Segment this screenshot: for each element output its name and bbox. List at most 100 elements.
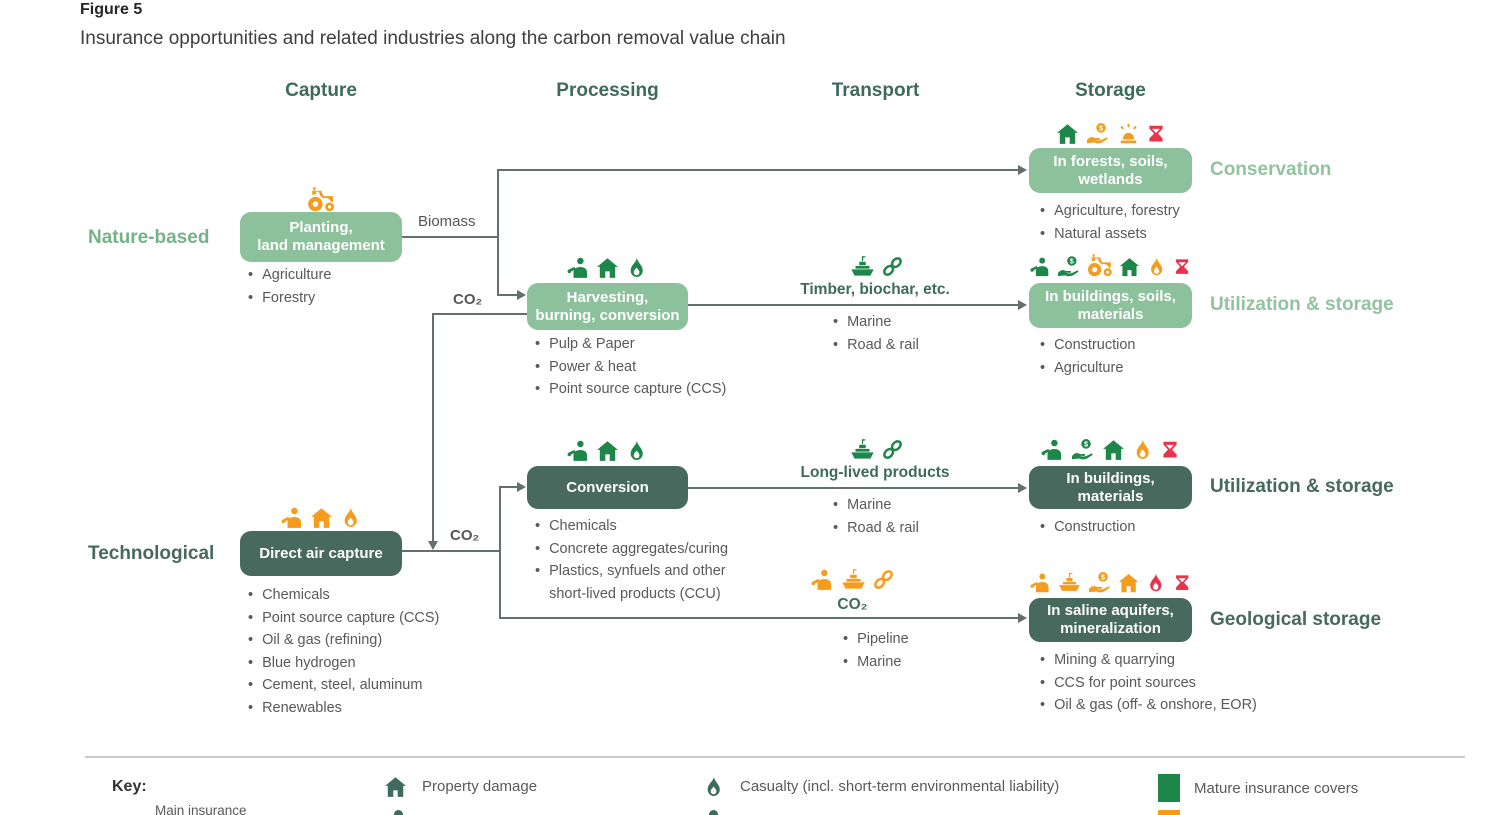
buildings-soils-box: In buildings, soils, materials	[1029, 283, 1192, 328]
bullet-item: Concrete aggregates/curing	[535, 538, 728, 561]
longlived-transport-bullets: MarineRoad & rail	[833, 494, 919, 539]
bullet-item: Chemicals	[535, 515, 728, 538]
key-item-mature-covers: Mature insurance covers	[1158, 774, 1358, 802]
worker-icon	[1029, 571, 1052, 596]
tractor-icon	[1086, 249, 1114, 280]
conversion-icons	[527, 433, 688, 464]
bullet-item: Agriculture	[248, 264, 331, 287]
arrow-icon	[1018, 165, 1027, 175]
worker-icon	[566, 439, 591, 464]
flow-label-biomass: Biomass	[418, 213, 476, 230]
bullet-item: Blue hydrogen	[248, 652, 439, 675]
co2-transport-label: CO₂	[837, 596, 868, 613]
timber-transport-label: Timber, biochar, etc.	[800, 281, 950, 298]
longlived-transport-icons	[795, 432, 956, 463]
arrow-icon	[428, 541, 438, 550]
key-item-label: Mature insurance covers	[1194, 779, 1359, 797]
harvesting-bullets: Pulp & PaperPower & heatPoint source cap…	[535, 333, 726, 401]
hourglass-icon	[1172, 255, 1192, 280]
column-header-transport: Transport	[831, 80, 920, 101]
handcoin-icon	[1069, 437, 1097, 463]
side-label-conservation: Conservation	[1210, 159, 1332, 180]
buildings-materials-box: In buildings, materials	[1029, 466, 1192, 509]
partial-icon	[394, 810, 403, 815]
key-sub-label-partial: Main insurance	[155, 803, 247, 815]
bullet-item: Road & rail	[833, 517, 919, 540]
buildings-soils-icons	[1029, 249, 1192, 280]
forests-bullets: Agriculture, forestryNatural assets	[1040, 200, 1180, 245]
harvesting-icons	[527, 250, 688, 281]
flame-icon	[701, 775, 726, 800]
figure-number: Figure 5	[80, 1, 143, 18]
hourglass-icon	[1159, 438, 1181, 463]
house-icon	[1101, 438, 1126, 463]
dac-bullets: ChemicalsPoint source capture (CCS)Oil &…	[248, 584, 439, 719]
conversion-box: Conversion	[527, 466, 688, 509]
side-label-utilization-storage-2: Utilization & storage	[1210, 476, 1394, 497]
buildings-materials-bullets: Construction	[1040, 516, 1135, 539]
chain-icon	[872, 568, 895, 591]
flame-icon	[1130, 438, 1155, 463]
bullet-item: Construction	[1040, 516, 1135, 539]
handcoin-icon	[1084, 121, 1112, 147]
dac-icons	[240, 500, 402, 531]
bullet-item: CCS for point sources	[1040, 672, 1257, 695]
siren-icon	[1116, 122, 1141, 147]
house-icon	[309, 506, 334, 531]
connector-line	[497, 169, 1019, 171]
key-item-label: Property damage	[422, 777, 538, 795]
longlived-transport-label: Long-lived products	[800, 464, 950, 481]
bullet-item: Marine	[843, 651, 909, 674]
connector-line	[688, 487, 1019, 489]
bullet-item: Agriculture	[1040, 357, 1135, 380]
worker-icon	[280, 506, 305, 531]
ship-icon	[848, 251, 877, 280]
side-label-utilization-storage-1: Utilization & storage	[1210, 294, 1394, 315]
timber-transport-bullets: MarineRoad & rail	[833, 311, 919, 356]
conversion-bullets: ChemicalsConcrete aggregates/curingPlast…	[535, 515, 728, 605]
bullet-item: Renewables	[248, 697, 439, 720]
house-icon	[1055, 122, 1080, 147]
connector-line	[432, 313, 434, 541]
harvesting-box: Harvesting, burning, conversion	[527, 283, 688, 330]
row-label-technological: Technological	[88, 543, 215, 564]
mature-covers-swatch	[1158, 774, 1180, 802]
handcoin-icon	[1056, 254, 1082, 280]
flame-icon	[1144, 571, 1167, 596]
connector-line	[499, 486, 501, 619]
house-icon	[1118, 255, 1141, 280]
connector-line	[433, 313, 527, 315]
bullet-item: Agriculture, forestry	[1040, 200, 1180, 223]
connector-line	[497, 294, 518, 296]
co2-transport-bullets: PipelineMarine	[843, 628, 909, 673]
hourglass-icon	[1172, 571, 1192, 596]
buildings-soils-bullets: ConstructionAgriculture	[1040, 334, 1135, 379]
arrow-icon	[517, 482, 526, 492]
bullet-item: Construction	[1040, 334, 1135, 357]
forests-box: In forests, soils, wetlands	[1029, 148, 1192, 193]
forests-icons	[1029, 116, 1192, 147]
worker-icon	[810, 568, 835, 593]
bullet-item: Point source capture (CCS)	[248, 607, 439, 630]
bullet-item: Power & heat	[535, 356, 726, 379]
column-header-capture: Capture	[285, 80, 357, 101]
row-label-nature-based: Nature-based	[88, 227, 210, 248]
flame-icon	[624, 439, 649, 464]
column-header-processing: Processing	[556, 80, 659, 101]
flow-label-co2-upper: CO₂	[453, 291, 483, 308]
key-divider	[85, 756, 1465, 758]
partial-icon	[709, 810, 718, 815]
connector-line	[688, 304, 1019, 306]
chain-icon	[881, 255, 904, 278]
flame-icon	[338, 506, 363, 531]
key-item-casualty: Casualty (incl. short-term environmental…	[701, 772, 1059, 800]
bullet-item: Marine	[833, 494, 919, 517]
ship-icon	[848, 434, 877, 463]
connector-line	[402, 550, 501, 552]
bullet-item: Oil & gas (off- & onshore, EOR)	[1040, 694, 1257, 717]
buildings-materials-icons	[1029, 432, 1192, 463]
bullet-item: Plastics, synfuels and other short-lived…	[535, 560, 728, 605]
dac-box: Direct air capture	[240, 531, 402, 576]
house-icon	[1117, 571, 1140, 596]
